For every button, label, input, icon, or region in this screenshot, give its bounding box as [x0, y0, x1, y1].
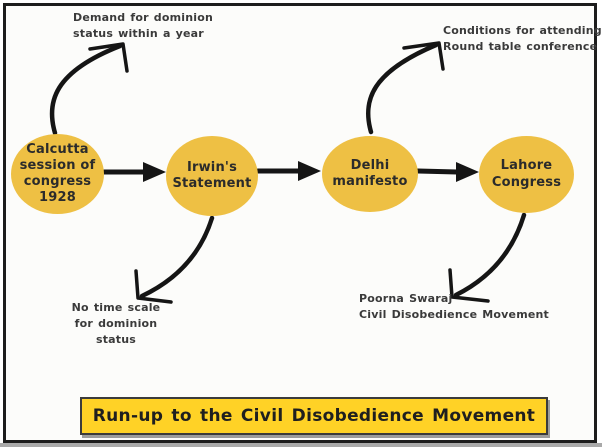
annotation-line: Demand for dominion [73, 11, 214, 24]
annotation-line: for dominion [74, 316, 158, 330]
annotation-line: Round table conference [443, 39, 598, 53]
arrow-calcutta-to-demand-icon [49, 42, 129, 136]
diagram-title-box: Run-up to the Civil Disobedience Movemen… [80, 397, 548, 435]
node-line: Lahore [500, 158, 553, 174]
node-line: congress [23, 174, 92, 189]
node-line: Delhi [350, 157, 390, 173]
annotation-line: Civil Disobedience Movement [359, 307, 550, 321]
arrow-calcutta-to-irwin-icon [101, 162, 166, 182]
arrow-irwin-to-delhi-icon [255, 161, 321, 181]
annotation-no-time-scale: No time scale for dominion status [66, 300, 166, 348]
annotation-line: No time scale [71, 301, 161, 314]
arrow-irwin-to-no-time-scale-icon [134, 215, 215, 304]
diagram-frame-border [3, 3, 597, 443]
annotation-line: status [95, 332, 137, 346]
diagram-title: Run-up to the Civil Disobedience Movemen… [92, 406, 536, 426]
node-lahore-congress: Lahore Congress [479, 136, 574, 213]
annotation-line: Conditions for attending [443, 24, 602, 37]
arrow-delhi-to-lahore-icon [415, 162, 479, 182]
node-line: Statement [172, 176, 252, 191]
annotation-conditions-round-table: Conditions for attending Round table con… [443, 23, 602, 55]
annotation-line: status within a year [73, 26, 204, 40]
annotation-poorna-swaraj: Poorna Swaraj Civil Disobedience Movemen… [359, 291, 549, 323]
arrow-delhi-to-conditions-icon [365, 41, 445, 135]
node-line: manifesto [332, 174, 408, 189]
node-calcutta-session: Calcutta session of congress 1928 [11, 134, 104, 214]
node-line: Calcutta [26, 141, 89, 157]
node-line: 1928 [39, 190, 76, 206]
annotation-line: Poorna Swaraj [359, 292, 453, 305]
node-irwins-statement: Irwin's Statement [166, 136, 258, 216]
node-delhi-manifesto: Delhi manifesto [322, 136, 418, 212]
node-line: Irwin's [186, 159, 238, 175]
screenshot-bottom-edge [0, 443, 602, 447]
node-line: session of [19, 157, 96, 173]
node-line: Congress [491, 174, 562, 190]
annotation-demand-dominion: Demand for dominion status within a year [73, 10, 213, 42]
arrow-lahore-to-poorna-swaraj-icon [448, 212, 527, 303]
